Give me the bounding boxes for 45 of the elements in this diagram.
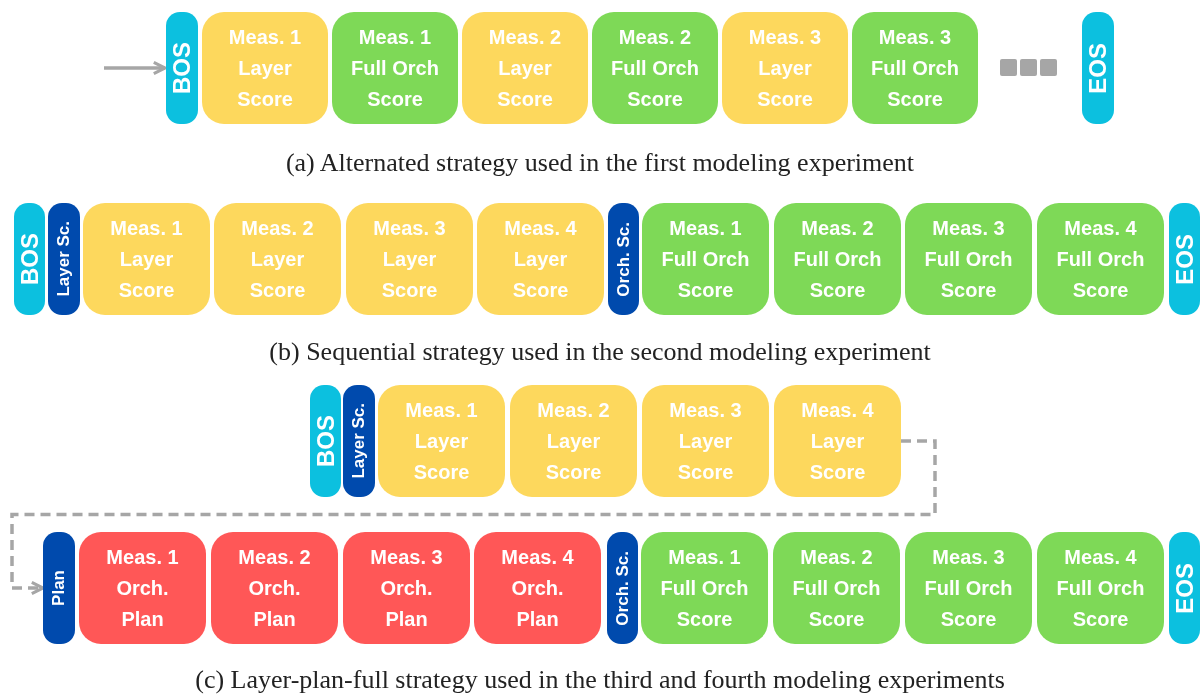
token-tab: Layer Sc. (48, 203, 80, 315)
token-box: Meas. 2 Orch. Plan (211, 532, 338, 644)
token-box: Meas. 1 Full Orch Score (641, 532, 768, 644)
token-box: Meas. 3 Full Orch Score (905, 532, 1032, 644)
token-box: Meas. 4 Full Orch Score (1037, 203, 1164, 315)
token-box: Meas. 3 Layer Score (722, 12, 848, 124)
token-tab: EOS (1169, 532, 1200, 644)
figure-caption: (b) Sequential strategy used in the second modeling experiment (269, 337, 931, 367)
token-box: Meas. 1 Orch. Plan (79, 532, 206, 644)
token-tab: Orch. Sc. (607, 532, 638, 644)
token-tab: Layer Sc. (343, 385, 375, 497)
arrow (104, 60, 167, 76)
token-tab: BOS (310, 385, 341, 497)
token-box: Meas. 4 Layer Score (477, 203, 604, 315)
token-box: Meas. 2 Full Orch Score (773, 532, 900, 644)
token-box: Meas. 3 Full Orch Score (905, 203, 1032, 315)
token-box: Meas. 2 Layer Score (214, 203, 341, 315)
token-box: Meas. 1 Layer Score (83, 203, 210, 315)
token-box: Meas. 2 Full Orch Score (774, 203, 901, 315)
ellipsis-square (1040, 59, 1057, 76)
token-box: Meas. 2 Layer Score (462, 12, 588, 124)
figure-caption: (a) Alternated strategy used in the first modeling experiment (285, 148, 915, 178)
ellipsis-square (1000, 59, 1017, 76)
token-box: Meas. 2 Full Orch Score (592, 12, 718, 124)
token-box: Meas. 3 Layer Score (642, 385, 769, 497)
token-tab: Plan (43, 532, 75, 644)
token-tab: EOS (1169, 203, 1200, 315)
token-box: Meas. 4 Orch. Plan (474, 532, 601, 644)
token-box: Meas. 1 Layer Score (202, 12, 328, 124)
token-tab: Orch. Sc. (608, 203, 639, 315)
token-box: Meas. 3 Layer Score (346, 203, 473, 315)
token-tab: BOS (166, 12, 198, 124)
token-box: Meas. 2 Layer Score (510, 385, 637, 497)
token-box: Meas. 1 Full Orch Score (332, 12, 458, 124)
token-tab: EOS (1082, 12, 1114, 124)
token-box: Meas. 4 Layer Score (774, 385, 901, 497)
token-box: Meas. 1 Layer Score (378, 385, 505, 497)
token-box: Meas. 1 Full Orch Score (642, 203, 769, 315)
token-box: Meas. 4 Full Orch Score (1037, 532, 1164, 644)
token-box: Meas. 3 Full Orch Score (852, 12, 978, 124)
token-box: Meas. 3 Orch. Plan (343, 532, 470, 644)
arrow (10, 439, 937, 596)
token-tab: BOS (14, 203, 45, 315)
figure-caption: (c) Layer-plan-full strategy used in the third and fourth modeling experiments (195, 665, 1005, 695)
ellipsis-square (1020, 59, 1037, 76)
